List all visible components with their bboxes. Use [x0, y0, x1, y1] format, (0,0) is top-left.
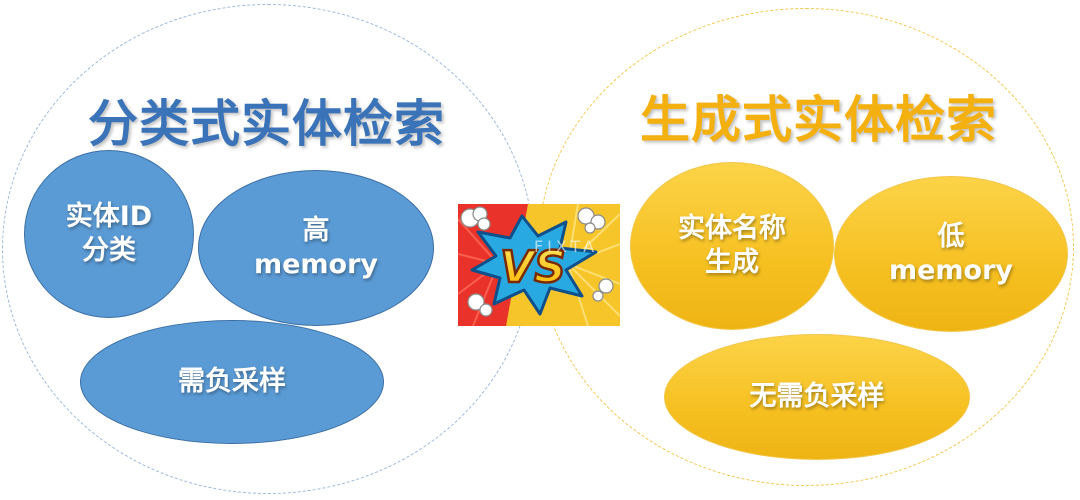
- oval-line: memory: [888, 255, 1014, 286]
- oval-line: memory: [253, 249, 379, 280]
- oval-low-memory: 低 memory: [834, 176, 1068, 332]
- oval-high-memory: 高 memory: [198, 170, 434, 326]
- oval-line: 生成: [705, 247, 759, 278]
- oval-line: 高: [302, 215, 330, 247]
- left-title: 分类式实体检索: [88, 95, 445, 153]
- watermark-text: FIXTA: [534, 237, 598, 256]
- versus-illustration: VS FIXTA: [458, 204, 620, 326]
- oval-line: 无需负采样: [749, 381, 885, 413]
- oval-line: 低: [937, 221, 965, 253]
- oval-line: 实体ID: [65, 201, 153, 233]
- oval-entity-id-classification: 实体ID 分类: [24, 150, 194, 318]
- oval-entity-name-generation: 实体名称 生成: [630, 162, 834, 330]
- vs-label: VS: [500, 242, 566, 293]
- oval-needs-negative-sampling: 需负采样: [80, 320, 384, 444]
- oval-line: 实体名称: [678, 213, 786, 245]
- oval-line: 需负采样: [178, 366, 286, 398]
- oval-line: 分类: [82, 235, 136, 266]
- right-title: 生成式实体检索: [640, 91, 997, 149]
- oval-no-negative-sampling: 无需负采样: [664, 334, 970, 460]
